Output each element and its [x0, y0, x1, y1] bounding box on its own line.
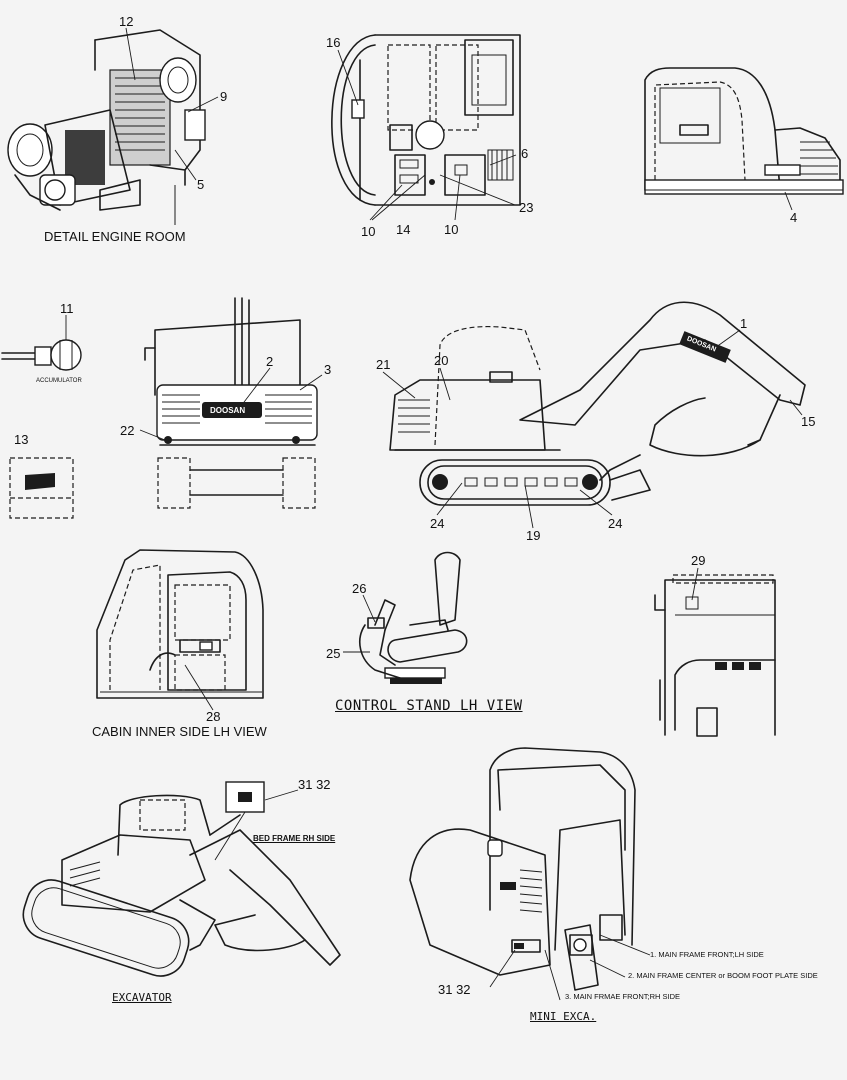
- rear-view-drawing: [144, 297, 318, 509]
- callout-21: 21: [376, 357, 391, 372]
- location-note-1: 1. MAIN FRAME FRONT;LH SIDE: [650, 950, 764, 959]
- callout-23: 23: [519, 200, 534, 215]
- caption-mini-exca: MINI EXCA.: [530, 1010, 597, 1023]
- callout-20: 20: [434, 353, 449, 368]
- cabin-inner-drawing: [96, 549, 264, 699]
- callout-16: 16: [326, 35, 341, 50]
- caption-cabin-inner-side: CABIN INNER SIDE LH VIEW: [92, 724, 267, 739]
- location-note-3: 3. MAIN FRMAE FRONT;RH SIDE: [565, 992, 681, 1001]
- callout-15: 15: [801, 414, 816, 429]
- engine-room-drawing: [7, 29, 206, 225]
- callout-9: 9: [220, 89, 228, 104]
- decal-13-drawing: [9, 457, 74, 519]
- cab-front-view-drawing: [654, 574, 776, 737]
- leader-lines: [65, 27, 803, 988]
- callout-1: 1: [740, 316, 748, 331]
- callout-24-right: 24: [608, 516, 623, 531]
- callout-19: 19: [526, 528, 541, 543]
- accumulator-drawing: [1, 339, 82, 371]
- cab-side-view-drawing: [644, 67, 844, 195]
- callout-31-32-top: 31 32: [298, 777, 331, 792]
- callout-28: 28: [206, 709, 221, 724]
- callout-14: 14: [396, 222, 411, 237]
- callout-4: 4: [790, 210, 798, 225]
- callout-5: 5: [197, 177, 205, 192]
- caption-control-stand: CONTROL STAND LH VIEW: [335, 698, 523, 714]
- callout-12: 12: [119, 14, 134, 29]
- excavator-3d-drawing: [22, 781, 341, 977]
- callout-10-left: 10: [361, 224, 376, 239]
- callout-2: 2: [266, 354, 274, 369]
- callout-31-32-bottom: 31 32: [438, 982, 471, 997]
- callout-13: 13: [14, 432, 29, 447]
- excavator-side-view-drawing: [389, 301, 806, 506]
- callout-22: 22: [120, 423, 135, 438]
- callout-3: 3: [324, 362, 332, 377]
- caption-bed-frame: BED FRAME RH SIDE: [253, 834, 336, 843]
- callout-24-left: 24: [430, 516, 445, 531]
- caption-accumulator: ACCUMULATOR: [36, 378, 82, 384]
- callout-11: 11: [60, 301, 74, 316]
- callout-29: 29: [691, 553, 706, 568]
- caption-excavator: EXCAVATOR: [112, 991, 172, 1004]
- top-view-drawing: [331, 34, 521, 206]
- control-stand-drawing: [359, 551, 468, 684]
- callout-26: 26: [352, 581, 367, 596]
- location-note-2: 2. MAIN FRAME CENTER or BOOM FOOT PLATE …: [628, 971, 818, 980]
- mini-exca-3d-drawing: [409, 747, 651, 1001]
- callout-10-right: 10: [444, 222, 459, 237]
- callout-6: 6: [521, 146, 529, 161]
- caption-detail-engine-room: DETAIL ENGINE ROOM: [44, 229, 186, 244]
- callout-25: 25: [326, 646, 341, 661]
- rear-brand-decal: DOOSAN: [210, 406, 246, 415]
